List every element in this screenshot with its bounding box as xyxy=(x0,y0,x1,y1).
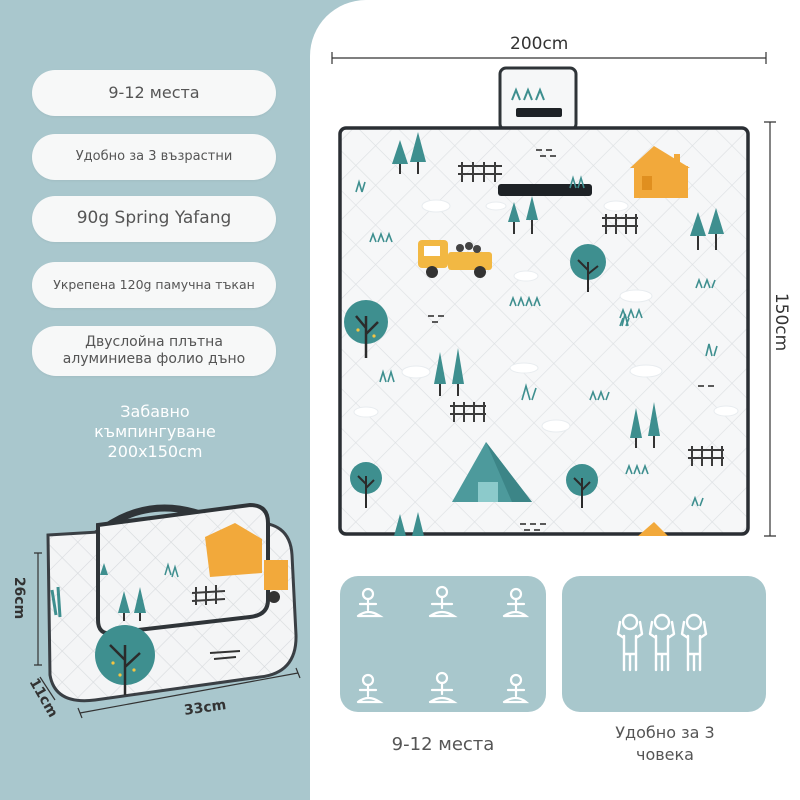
roll-height-label: 26cm xyxy=(11,576,28,620)
feature-pill-label: 90g Spring Yafang xyxy=(76,208,232,229)
feature-pill-label: Укрепена 120g памучна тъкан xyxy=(53,277,255,293)
feature-pill-adults: Удобно за 3 възрастни xyxy=(32,134,276,180)
width-dimension-label: 200cm xyxy=(510,34,569,54)
height-dimension-line xyxy=(764,121,776,537)
seated-people-icons xyxy=(356,585,530,704)
height-dimension-label: 150cm xyxy=(771,292,792,352)
width-dimension-line xyxy=(331,52,767,64)
seats-caption: 9-12 места xyxy=(391,734,495,755)
fun-camping-text: Забавно къмпингуване 200x150cm xyxy=(94,402,216,461)
blanket-illustration xyxy=(338,66,750,536)
standing-people-icons xyxy=(616,613,708,672)
rolled-blanket-illustration xyxy=(34,502,301,719)
feature-pill-label: Двуслойна плътна алуминиева фолио дъно xyxy=(62,333,246,368)
feature-pill-label: Удобно за 3 възрастни xyxy=(75,148,233,164)
feature-pill-seats: 9-12 места xyxy=(32,70,276,116)
feature-pill-cotton: Укрепена 120g памучна тъкан xyxy=(32,262,276,308)
adults-caption: Удобно за 3 човека xyxy=(615,723,715,764)
feature-pill-foil: Двуслойна плътна алуминиева фолио дъно xyxy=(32,326,276,376)
feature-pill-label: 9-12 места xyxy=(108,83,200,102)
adults-panel xyxy=(562,576,766,712)
feature-pill-fabric: 90g Spring Yafang xyxy=(32,196,276,242)
